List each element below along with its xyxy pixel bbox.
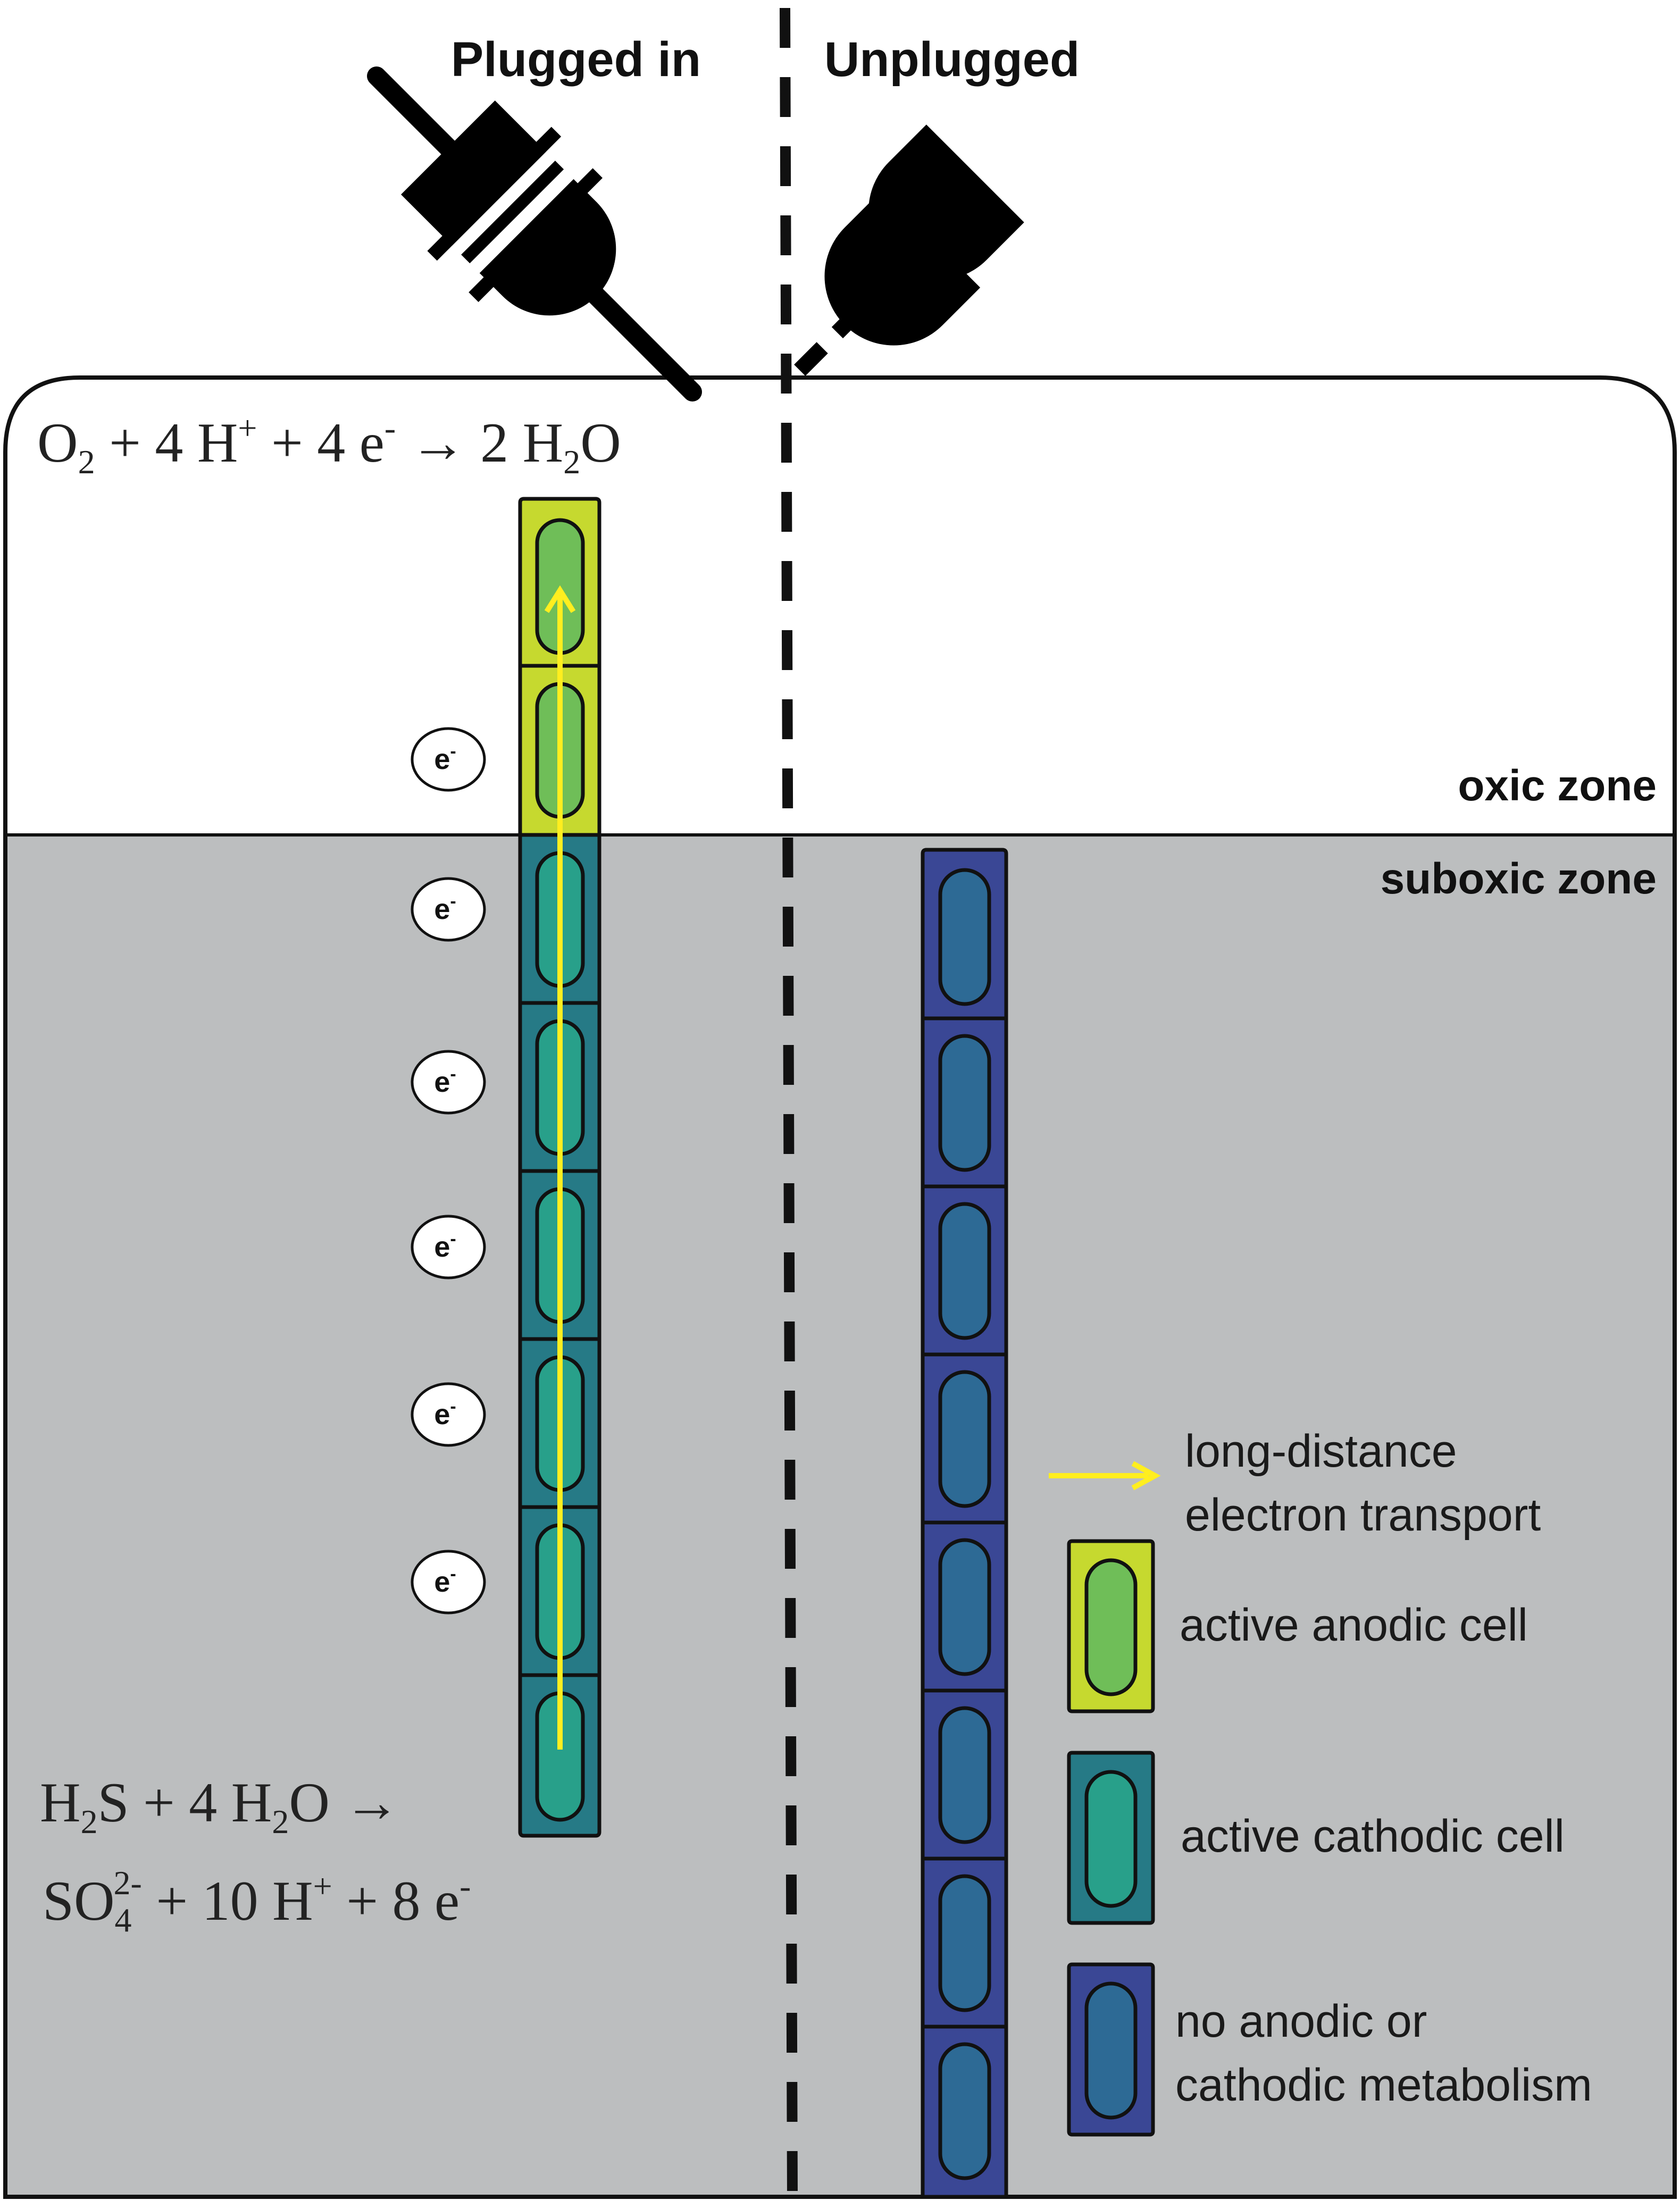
electron-marker: e- [411, 877, 486, 942]
legend-item-cathodic: active cathodic cell [1067, 1751, 1565, 1925]
electron-marker: e- [411, 1382, 486, 1447]
plugged-plug-icon [367, 66, 702, 401]
legend-cathodic-label: active cathodic cell [1181, 1811, 1565, 1862]
legend-anodic-label: active anodic cell [1180, 1600, 1528, 1651]
sulfide-oxidation-equation-line1: H2S + 4 H2O → [40, 1771, 400, 1841]
inactive-cell [921, 848, 1008, 1020]
inactive-cell [921, 1184, 1008, 1357]
suboxic-zone-label: suboxic zone [1381, 855, 1657, 903]
inactive-cell [921, 1352, 1008, 1525]
electron-marker: e- [411, 1550, 486, 1615]
legend-item-anodic: active anodic cell [1067, 1539, 1528, 1713]
cell-septa [923, 1016, 1006, 2029]
cathodic-cell [518, 1673, 601, 1838]
legend-transport-label-line1: long-distance [1185, 1426, 1457, 1477]
container-outline [3, 375, 1677, 2199]
cell-septa [520, 664, 599, 1677]
inactive-cell [921, 1856, 1008, 2029]
oxic-zone-label: oxic zone [1458, 762, 1657, 810]
sulfide-oxidation-equation-line2: SO42- + 10 H+ + 8 e- [43, 1864, 471, 1939]
electron-marker: e- [411, 727, 486, 792]
legend: long-distance electron transport active … [1049, 1426, 1592, 2137]
svg-text:e-: e- [434, 1229, 456, 1263]
electron-transport-arrowhead [544, 585, 576, 613]
inactive-cell [921, 1688, 1008, 1861]
legend-item-transport: long-distance electron transport [1049, 1426, 1541, 1541]
plugged-cable-filament [518, 497, 601, 1838]
legend-inactive-label-line2: cathodic metabolism [1175, 2060, 1592, 2111]
inactive-cell [921, 1016, 1008, 1189]
electron-markers: e- e- e- e- e- e- [411, 727, 486, 1615]
unplugged-cable-filament [921, 848, 1008, 2199]
inactive-cell [921, 2025, 1008, 2199]
suboxic-zone-area [5, 835, 1675, 2197]
svg-text:e-: e- [434, 1396, 456, 1431]
divider-dashed-line [780, 7, 798, 2197]
unplugged-plug-icon [786, 124, 1024, 384]
svg-text:e-: e- [434, 1564, 456, 1598]
electron-marker: e- [411, 1215, 486, 1279]
legend-transport-label-line2: electron transport [1185, 1490, 1541, 1541]
legend-inactive-label-line1: no anodic or [1175, 1996, 1427, 2047]
svg-text:e-: e- [434, 741, 456, 775]
sediment-container [3, 375, 1677, 2199]
svg-text:e-: e- [434, 891, 456, 925]
inactive-cell [921, 1520, 1008, 1693]
plugged-in-title: Plugged in [451, 32, 701, 87]
legend-item-inactive: no anodic or cathodic metabolism [1067, 1962, 1592, 2137]
svg-text:e-: e- [434, 1064, 456, 1098]
unplugged-title: Unplugged [824, 32, 1080, 87]
oxygen-reduction-equation: O2 + 4 H+ + 4 e- → 2 H2O [37, 409, 621, 481]
electron-marker: e- [411, 1050, 486, 1115]
oxic-zone-area [5, 378, 1675, 835]
